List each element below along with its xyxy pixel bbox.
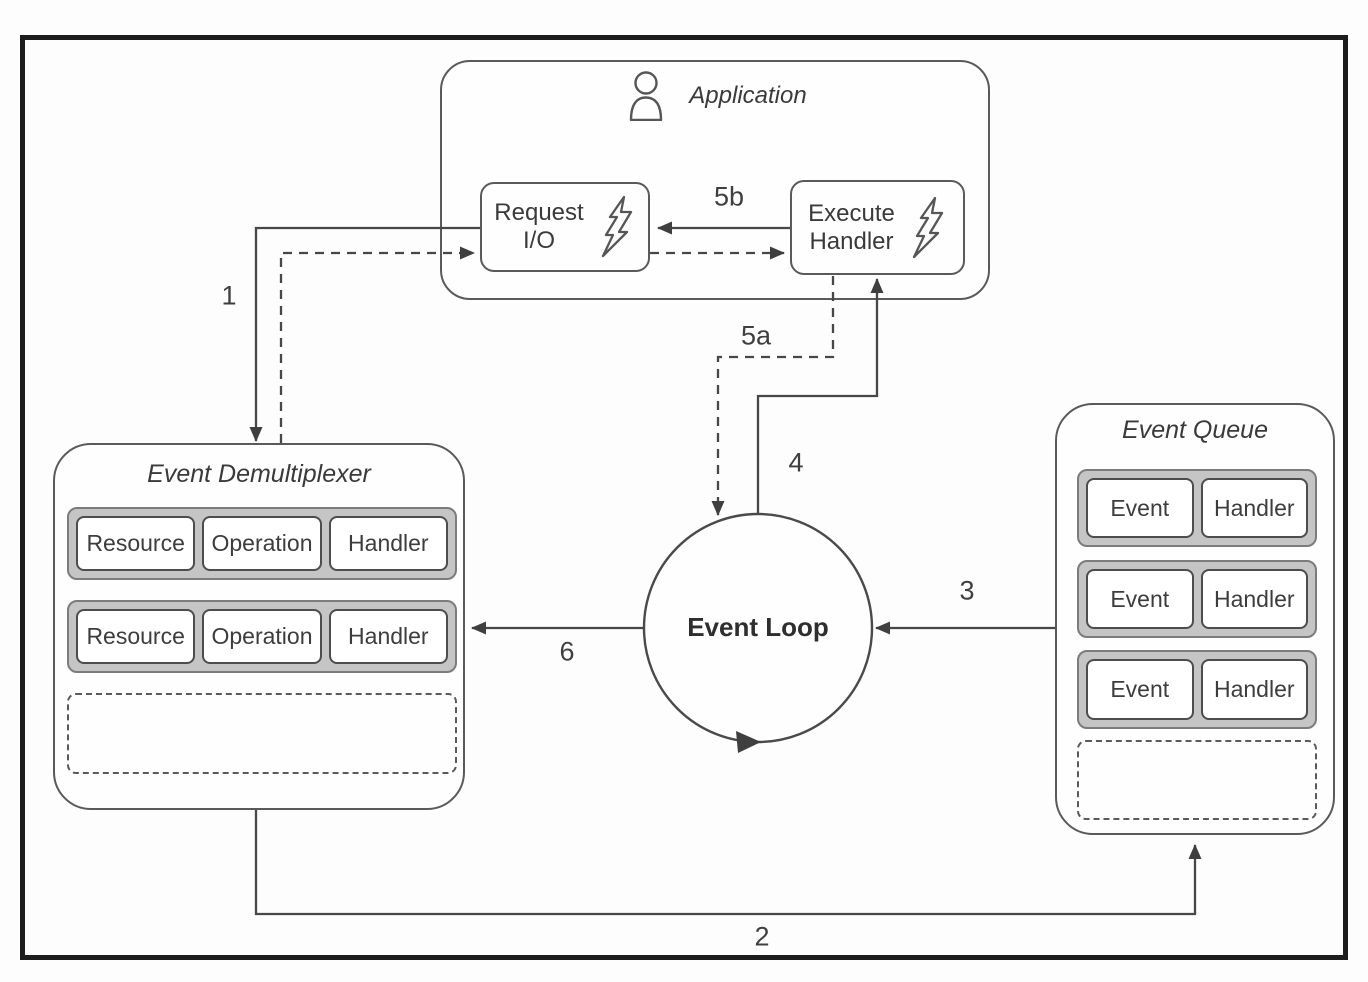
queue-cell-handler: Handler bbox=[1200, 659, 1308, 720]
execute-handler-label-line1: Execute bbox=[808, 199, 895, 227]
lightning-bolt-icon bbox=[601, 195, 632, 258]
queue-cell-event: Event bbox=[1086, 659, 1194, 720]
request-io-box: Request I/O bbox=[480, 182, 650, 272]
execute-handler-label: Execute Handler bbox=[808, 200, 895, 255]
event-queue-box: Event Queue Event Handler Event Handler … bbox=[1055, 403, 1335, 835]
event-loop-label: Event Loop bbox=[687, 612, 829, 642]
step-label-5a: 5a bbox=[740, 320, 772, 351]
demux-row: Resource Operation Handler bbox=[67, 600, 457, 673]
queue-cell-handler: Handler bbox=[1200, 478, 1308, 538]
demux-cell-resource: Resource bbox=[76, 609, 196, 664]
person-icon bbox=[630, 71, 663, 121]
queue-row: Event Handler bbox=[1077, 650, 1317, 729]
event-demultiplexer-title: Event Demultiplexer bbox=[147, 460, 371, 488]
demux-cell-operation: Operation bbox=[202, 516, 322, 571]
demux-cell-resource: Resource bbox=[76, 516, 196, 571]
event-demultiplexer-box: Event Demultiplexer Resource Operation H… bbox=[53, 443, 465, 810]
request-io-label-line1: Request bbox=[494, 199, 584, 227]
application-header: Application bbox=[442, 70, 988, 122]
demux-pending-slot bbox=[67, 693, 457, 774]
request-io-label: Request I/O bbox=[494, 199, 583, 254]
demux-row: Resource Operation Handler bbox=[67, 507, 457, 580]
step-label-1: 1 bbox=[221, 280, 237, 311]
queue-row: Event Handler bbox=[1077, 469, 1317, 547]
queue-row: Event Handler bbox=[1077, 560, 1317, 638]
application-title: Application bbox=[689, 82, 807, 109]
queue-cell-event: Event bbox=[1086, 478, 1194, 538]
execute-handler-label-line2: Handler bbox=[809, 227, 894, 255]
queue-cell-event: Event bbox=[1086, 569, 1194, 629]
demux-cell-operation: Operation bbox=[202, 609, 322, 664]
step-label-5b: 5b bbox=[713, 181, 745, 212]
demux-cell-handler: Handler bbox=[328, 609, 448, 664]
demux-cell-handler: Handler bbox=[328, 516, 448, 571]
request-io-label-line2: I/O bbox=[522, 227, 555, 254]
outer-frame bbox=[20, 35, 1348, 960]
step-label-2: 2 bbox=[754, 921, 770, 952]
lightning-bolt-icon bbox=[912, 196, 944, 258]
step-label-3: 3 bbox=[959, 575, 975, 606]
queue-cell-handler: Handler bbox=[1200, 569, 1308, 629]
step-label-4: 4 bbox=[788, 447, 804, 478]
queue-pending-slot bbox=[1077, 740, 1317, 820]
step-label-6: 6 bbox=[559, 636, 575, 667]
event-queue-title: Event Queue bbox=[1122, 416, 1268, 444]
execute-handler-box: Execute Handler bbox=[790, 180, 965, 275]
